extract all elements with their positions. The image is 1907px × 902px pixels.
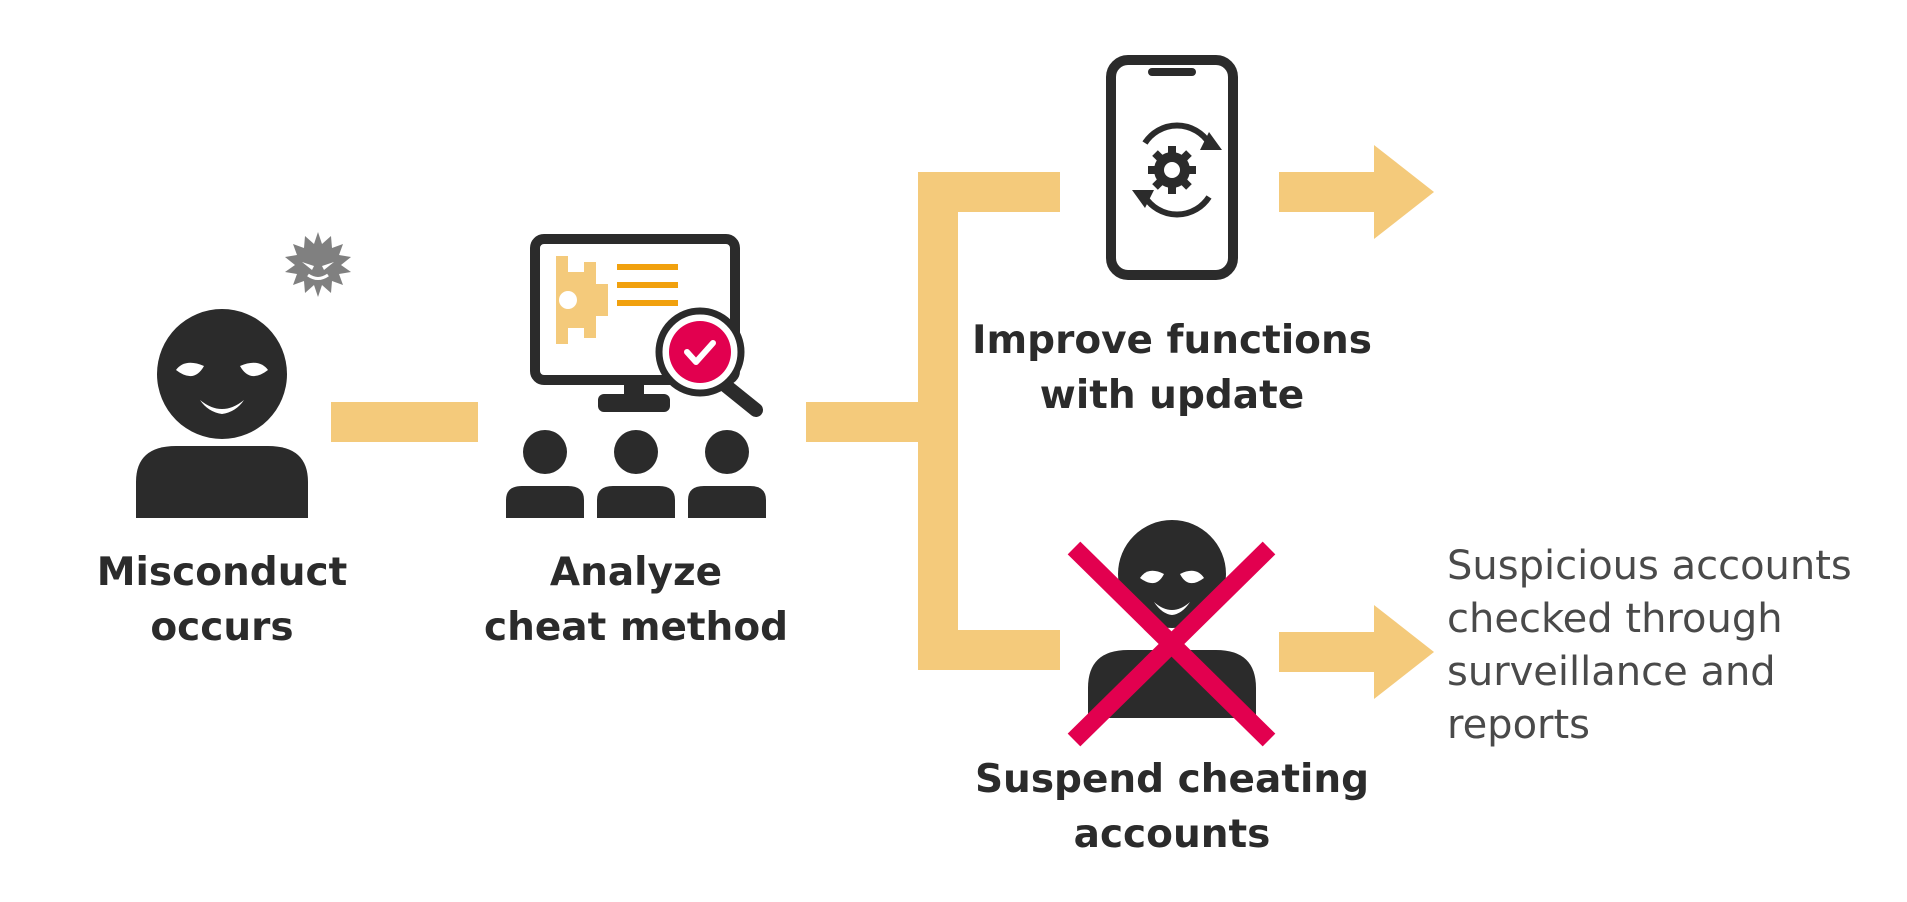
label-improve-line2: with update bbox=[1039, 373, 1305, 418]
note-line-1: Suspicious accounts bbox=[1447, 543, 1852, 589]
hacker-icon bbox=[136, 309, 308, 518]
note-line-2: checked through bbox=[1447, 596, 1783, 642]
text-lines bbox=[617, 264, 678, 306]
arrow-suspend bbox=[1279, 605, 1434, 699]
magnifier-check-icon bbox=[655, 307, 763, 417]
branch-vertical bbox=[918, 172, 958, 670]
smartphone-update-icon bbox=[1106, 55, 1238, 280]
connector-analyze-to-branch bbox=[806, 402, 922, 442]
team-icon bbox=[506, 430, 766, 518]
label-suspend-line2: accounts bbox=[1073, 812, 1271, 857]
label-improve-line1: Improve functions bbox=[972, 318, 1372, 363]
monitor-analysis-icon bbox=[530, 234, 763, 417]
label-analyze-line2: cheat method bbox=[483, 605, 789, 650]
branch-bottom bbox=[918, 630, 1060, 670]
label-misconduct-line1: Misconduct bbox=[96, 550, 348, 595]
label-misconduct-line2: occurs bbox=[150, 605, 294, 650]
label-analyze: Analyze cheat method bbox=[456, 545, 816, 655]
virus-icon bbox=[285, 232, 351, 297]
connector-lines bbox=[331, 145, 1434, 699]
branch-top bbox=[918, 172, 1060, 212]
connector-misconduct-to-analyze bbox=[331, 402, 478, 442]
label-improve: Improve functions with update bbox=[962, 313, 1382, 423]
label-misconduct: Misconduct occurs bbox=[75, 545, 369, 655]
arrow-improve bbox=[1279, 145, 1434, 239]
note-line-3: surveillance and bbox=[1447, 649, 1776, 695]
note-line-4: reports bbox=[1447, 702, 1591, 748]
note-suspicious-accounts: Suspicious accounts checked through surv… bbox=[1447, 540, 1887, 752]
cross-icon bbox=[1067, 541, 1276, 747]
label-suspend: Suspend cheating accounts bbox=[962, 752, 1382, 862]
label-analyze-line1: Analyze bbox=[549, 550, 723, 595]
hacker-crossed-icon bbox=[1067, 520, 1276, 747]
gear-icon bbox=[556, 256, 608, 344]
label-suspend-line1: Suspend cheating bbox=[974, 757, 1370, 802]
